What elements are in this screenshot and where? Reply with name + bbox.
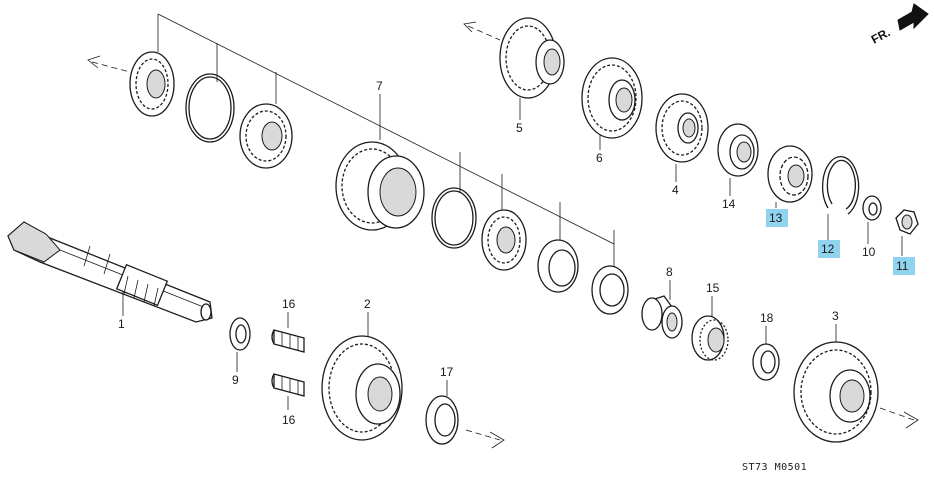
callout-part-13[interactable]: 13 [766, 209, 788, 227]
seal-17-drawing [425, 395, 459, 445]
synchro-ring-mid-drawing [481, 209, 527, 271]
callout-part-18[interactable]: 18 [760, 311, 774, 325]
part-number-label: 5 [516, 121, 523, 135]
washer-18-drawing [752, 343, 780, 381]
part-number-label: 12 [821, 242, 835, 256]
o-ring-mid-drawing [431, 187, 477, 249]
needle-bearing-15-drawing [691, 315, 729, 361]
callout-part-3[interactable]: 3 [832, 309, 839, 323]
callout-part-12[interactable]: 12 [818, 240, 840, 258]
part-number-label: 9 [232, 373, 239, 387]
callout-part-17[interactable]: 17 [440, 365, 454, 379]
callout-part-14[interactable]: 14 [722, 197, 736, 211]
callout-part-1[interactable]: 1 [118, 317, 125, 331]
axis-arrow-bottom-right [465, 429, 505, 449]
needle-bearing-16-lower-drawing [271, 373, 305, 397]
callout-part-16-lower[interactable]: 16 [282, 413, 296, 427]
part-number-label: 13 [769, 211, 783, 225]
callout-part-6[interactable]: 6 [596, 151, 603, 165]
part-number-callouts: 1 2 3 4 5 6 7 8 9 10 11 [118, 79, 915, 427]
part-number-label: 2 [364, 297, 371, 311]
front-direction-arrow-icon [897, 3, 929, 31]
part-number-label: 1 [118, 317, 125, 331]
synchro-hub-left-drawing [239, 103, 293, 169]
nut-11-drawing [895, 209, 919, 235]
callout-part-2[interactable]: 2 [364, 297, 371, 311]
callout-part-4[interactable]: 4 [672, 183, 679, 197]
part-number-label: 7 [376, 79, 383, 93]
callout-part-11[interactable]: 11 [893, 257, 915, 275]
highlight-box [893, 257, 915, 275]
highlight-box [766, 209, 788, 227]
drawing-code: ST73 M0501 [742, 462, 807, 473]
gear-4-drawing [655, 93, 709, 163]
axis-arrow-left [87, 55, 131, 73]
washer-10-drawing [862, 195, 882, 221]
bearing-13-drawing [767, 145, 813, 203]
mainshaft-drawing [7, 221, 213, 323]
callout-part-8[interactable]: 8 [666, 265, 673, 279]
part-number-label: 3 [832, 309, 839, 323]
assembly-guide-lines [157, 13, 615, 268]
callout-part-10[interactable]: 10 [862, 245, 876, 259]
synchro-ring-left-drawing [129, 51, 175, 117]
part-number-label: 6 [596, 151, 603, 165]
callout-part-5[interactable]: 5 [516, 121, 523, 135]
part-number-label: 15 [706, 281, 720, 295]
gear-3-drawing [793, 341, 879, 443]
callout-part-16-upper[interactable]: 16 [282, 297, 296, 311]
synchro-cone-mid-drawing [537, 239, 579, 293]
part-number-label: 14 [722, 197, 736, 211]
part-number-label: 18 [760, 311, 774, 325]
snap-ring-12-drawing [822, 155, 860, 215]
washer-9-drawing [229, 317, 251, 351]
part-number-label: 11 [896, 259, 909, 273]
callout-part-15[interactable]: 15 [706, 281, 720, 295]
leader-lines [122, 98, 903, 410]
part-number-label: 16 [282, 413, 296, 427]
collar-8-drawing [641, 295, 683, 339]
callout-part-9[interactable]: 9 [232, 373, 239, 387]
axis-arrow-top [463, 21, 501, 41]
needle-bearing-16-upper-drawing [271, 329, 305, 353]
part-number-label: 4 [672, 183, 679, 197]
o-ring-left-drawing [185, 73, 235, 143]
gear-5-drawing [499, 17, 565, 99]
gear-6-drawing [581, 57, 643, 139]
highlight-box [818, 240, 840, 258]
synchro-cone-right-drawing [591, 265, 629, 315]
sleeve-7-drawing [335, 141, 425, 231]
axis-arrow-right [879, 407, 919, 429]
callout-part-7[interactable]: 7 [376, 79, 383, 93]
part-number-label: 8 [666, 265, 673, 279]
direction-label: FR. [869, 25, 893, 46]
part-number-label: 10 [862, 245, 876, 259]
gear-2-drawing [321, 335, 403, 441]
part-number-label: 16 [282, 297, 296, 311]
part-number-label: 17 [440, 365, 454, 379]
bearing-14-drawing [717, 123, 759, 177]
